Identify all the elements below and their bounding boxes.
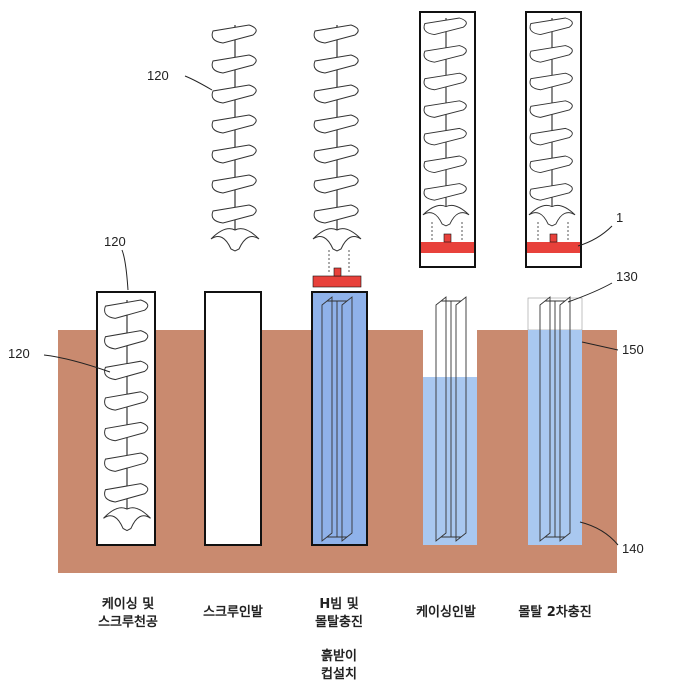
cap-knob-step-4 xyxy=(443,233,452,243)
caption-line: 케이싱 및 xyxy=(101,597,155,612)
soil-cup-cap-step-3 xyxy=(312,275,362,288)
auger-lifted-step-2 xyxy=(210,24,260,252)
soil-cup-cap-step-5 xyxy=(527,242,580,253)
caption-line: H빔 및 xyxy=(319,597,359,612)
cap-knob-step-5 xyxy=(549,233,558,243)
caption-line: 몰탈충진 xyxy=(315,615,363,630)
step-caption-5: 몰탈 2차충진 xyxy=(495,604,615,622)
ref-label-auger-casing-side: 120 xyxy=(8,346,30,361)
mortar-fill-step-3 xyxy=(311,291,368,546)
step-caption-4: 케이싱인발 xyxy=(390,604,502,622)
casing-step-1 xyxy=(96,291,156,546)
ref-label-mortar-level: 150 xyxy=(622,342,644,357)
caption-line: 몰탈 2차충진 xyxy=(518,605,592,620)
caption-line: 케이싱인발 xyxy=(416,605,476,620)
step-caption-3: H빔 및 몰탈충진 xyxy=(280,596,398,632)
caption-line: 스크루인발 xyxy=(203,605,263,620)
caption-line: 컵설치 xyxy=(321,667,357,682)
ref-label-auger-top: 120 xyxy=(147,68,169,83)
ref-label-mortar-body: 140 xyxy=(622,541,644,556)
mortar-fill-step-4 xyxy=(423,377,477,545)
soil-cup-cap-step-4 xyxy=(421,242,474,253)
ref-label-cap-plate: 1 xyxy=(616,210,623,225)
ref-label-auger-casing-top: 120 xyxy=(104,234,126,249)
caption-line: 흙받이 xyxy=(321,649,357,664)
empty-hole-step-2 xyxy=(204,291,262,546)
step-caption-1: 케이싱 및 스크루천공 xyxy=(68,596,188,632)
step-caption-2: 스크루인발 xyxy=(178,604,288,622)
auger-lifted-step-3 xyxy=(312,24,362,252)
step-caption-3-extra: 흙받이 컵설치 xyxy=(280,648,398,684)
caption-line: 스크루천공 xyxy=(98,615,158,630)
ref-label-h-beam: 130 xyxy=(616,269,638,284)
cap-knob-step-3 xyxy=(333,267,342,277)
